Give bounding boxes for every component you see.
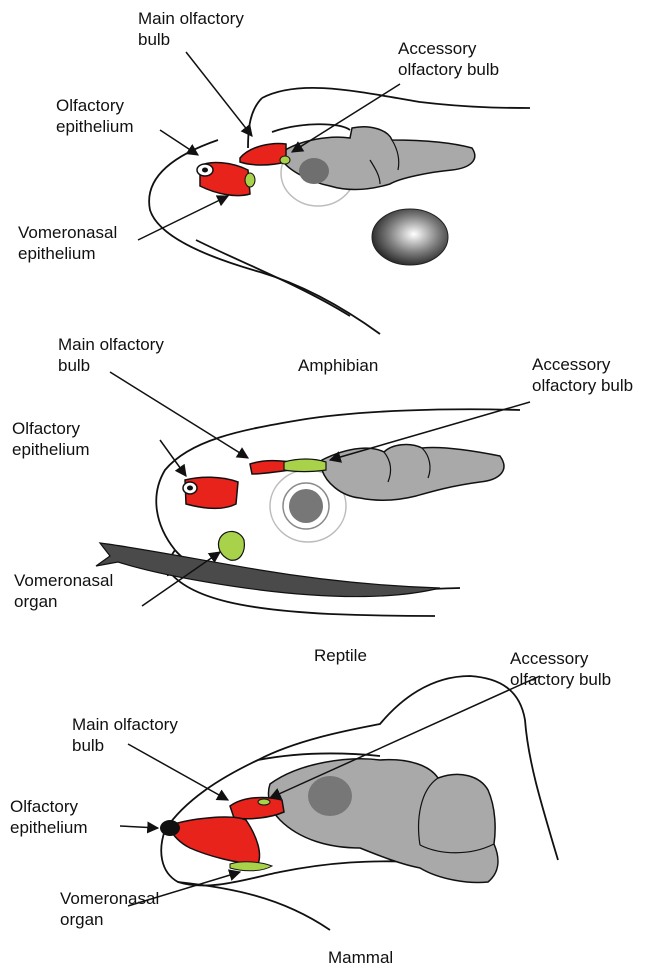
amphibian-epithelium-label: Olfactory epithelium [56,95,134,137]
mammal-main-olfactory-bulb [230,798,284,819]
amphibian-vomeronasal-arrow [138,196,228,240]
mammal-accessory-olfactory-bulb [258,799,270,805]
mammal-panel [120,676,558,930]
reptile-accessory-olfactory-bulb [284,459,326,472]
amphibian-lens [299,158,329,184]
reptile-lens [289,489,323,523]
amphibian-vomeronasal-epithelium [245,173,255,187]
reptile-caption: Reptile [314,646,367,666]
amphibian-main-bulb-label: Main olfactory bulb [138,8,244,50]
mammal-epithelium-label: Olfactory epithelium [10,796,88,838]
reptile-vomeronasal-label: Vomeronasal organ [14,570,113,612]
amphibian-head-outline [149,88,530,334]
mammal-main-bulb-label: Main olfactory bulb [72,714,178,756]
mammal-olfactory-epithelium [168,817,260,864]
amphibian-accessory-olfactory-bulb [280,156,290,164]
mammal-nostril [160,820,180,836]
amphibian-panel [138,52,530,334]
reptile-epithelium-label: Olfactory epithelium [12,418,90,460]
reptile-tongue [96,543,440,597]
amphibian-epithelium-arrow [160,130,198,155]
reptile-brain-body [322,445,504,501]
amphibian-caption: Amphibian [298,356,378,376]
mammal-epithelium-arrow [120,826,158,828]
reptile-accessory-bulb-label: Accessory olfactory bulb [532,354,633,396]
reptile-vomeronasal-organ [218,531,244,560]
reptile-main-bulb-label: Main olfactory bulb [58,334,164,376]
reptile-main-bulb-arrow [110,372,248,458]
reptile-brain [322,445,504,501]
amphibian-main-olfactory-bulb [240,144,286,165]
reptile-panel [96,372,530,616]
amphibian-eye [372,209,448,265]
mammal-vomeronasal-organ [230,862,272,871]
mammal-vomeronasal-label: Vomeronasal organ [60,888,159,930]
mammal-brain-body [268,759,497,883]
mammal-brain [268,759,497,883]
amphibian-accessory-bulb-label: Accessory olfactory bulb [398,38,499,80]
amphibian-brain [281,127,475,206]
mammal-caption: Mammal [328,948,393,968]
mammal-eye [308,776,352,816]
amphibian-main-bulb-arrow [186,52,252,136]
mammal-accessory-bulb-label: Accessory olfactory bulb [510,648,611,690]
amphibian-vomeronasal-label: Vomeronasal epithelium [18,222,117,264]
